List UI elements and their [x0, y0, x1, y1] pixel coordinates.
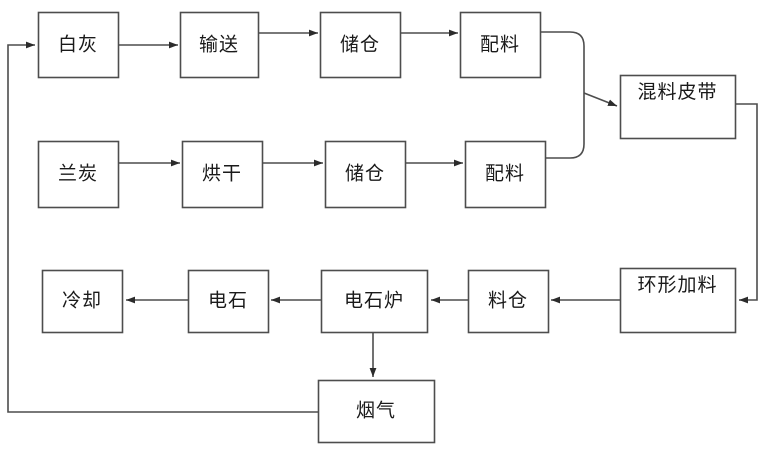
node-box-shusong[interactable]: [179, 11, 260, 79]
node-box-dianshilu[interactable]: [320, 269, 429, 334]
node-box-honggan[interactable]: [181, 140, 264, 209]
node-box-chucang2[interactable]: [324, 140, 407, 209]
edge-path-group: [7, 29, 758, 413]
node-rect-group: [37, 11, 737, 444]
node-box-huanxing[interactable]: [619, 267, 737, 334]
node-box-lengque[interactable]: [41, 269, 124, 334]
node-box-liaocang[interactable]: [467, 269, 550, 334]
node-box-hunliao[interactable]: [619, 74, 737, 140]
edge-hunliao-huanxing: [735, 103, 758, 304]
edge-merge-to-hunliao: [583, 92, 618, 107]
node-box-yanqi[interactable]: [317, 379, 436, 444]
edge-merge-bracket: [540, 31, 585, 159]
node-box-baihui[interactable]: [37, 11, 120, 79]
node-box-chucang1[interactable]: [319, 11, 402, 79]
edge-yanqi-baihui: [7, 41, 318, 413]
node-box-peiliao2[interactable]: [464, 140, 547, 209]
node-box-peiliao1[interactable]: [459, 11, 542, 79]
node-box-lantan[interactable]: [37, 140, 120, 209]
node-box-dianshi[interactable]: [187, 269, 270, 334]
